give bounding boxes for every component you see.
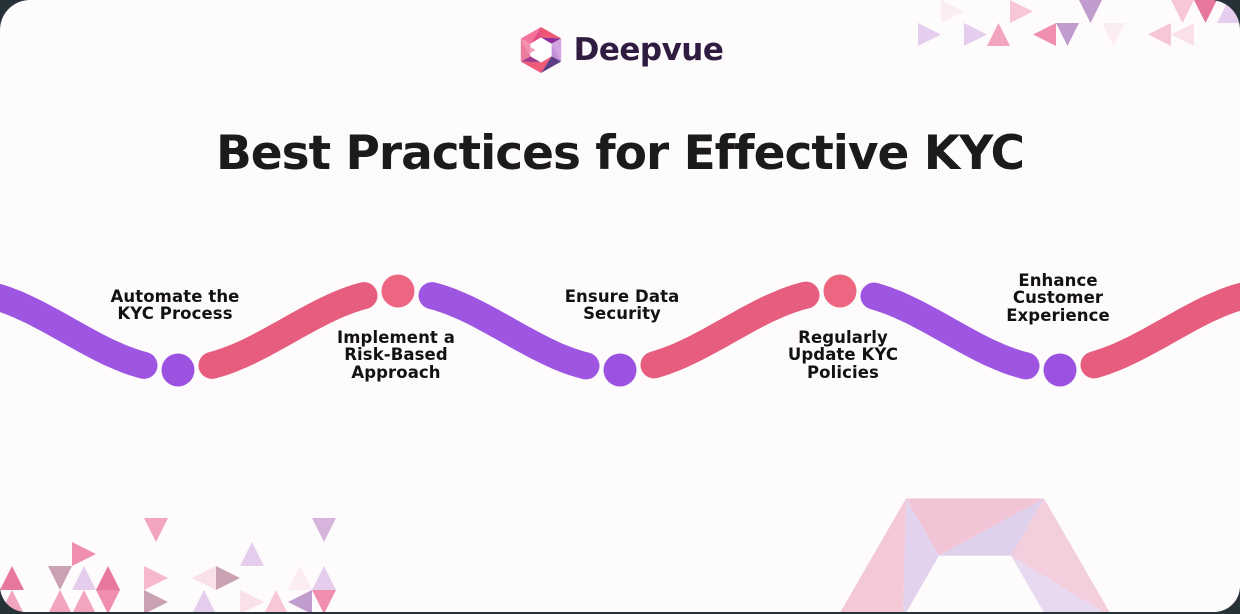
wave-segment <box>1080 282 1240 379</box>
step-label-security: Ensure Data Security <box>564 287 680 324</box>
step-marker-dot <box>161 353 195 387</box>
step-label-policies: Regularly Update KYC Policies <box>787 328 899 382</box>
deepvue-logo-icon <box>520 26 561 74</box>
wave-segment <box>640 281 820 379</box>
step-marker-dot <box>381 274 415 308</box>
page-title: Best Practices for Effective KYC <box>215 126 1025 181</box>
step-label-experience: Enhance Customer Experience <box>1006 271 1110 325</box>
wave-segment <box>418 282 600 380</box>
wave-segment <box>0 283 158 379</box>
step-marker-dot <box>823 274 857 308</box>
brand-logo: Deepvue <box>0 26 1240 74</box>
wave-segment <box>198 282 378 379</box>
step-marker-dot <box>603 353 637 387</box>
step-label-automate: Automate the KYC Process <box>110 287 240 324</box>
step-label-risk-based: Implement a Risk-Based Approach <box>337 328 455 382</box>
brand-name: Deepvue <box>573 32 724 68</box>
wave-segment <box>860 282 1040 380</box>
step-marker-dot <box>1043 353 1077 387</box>
